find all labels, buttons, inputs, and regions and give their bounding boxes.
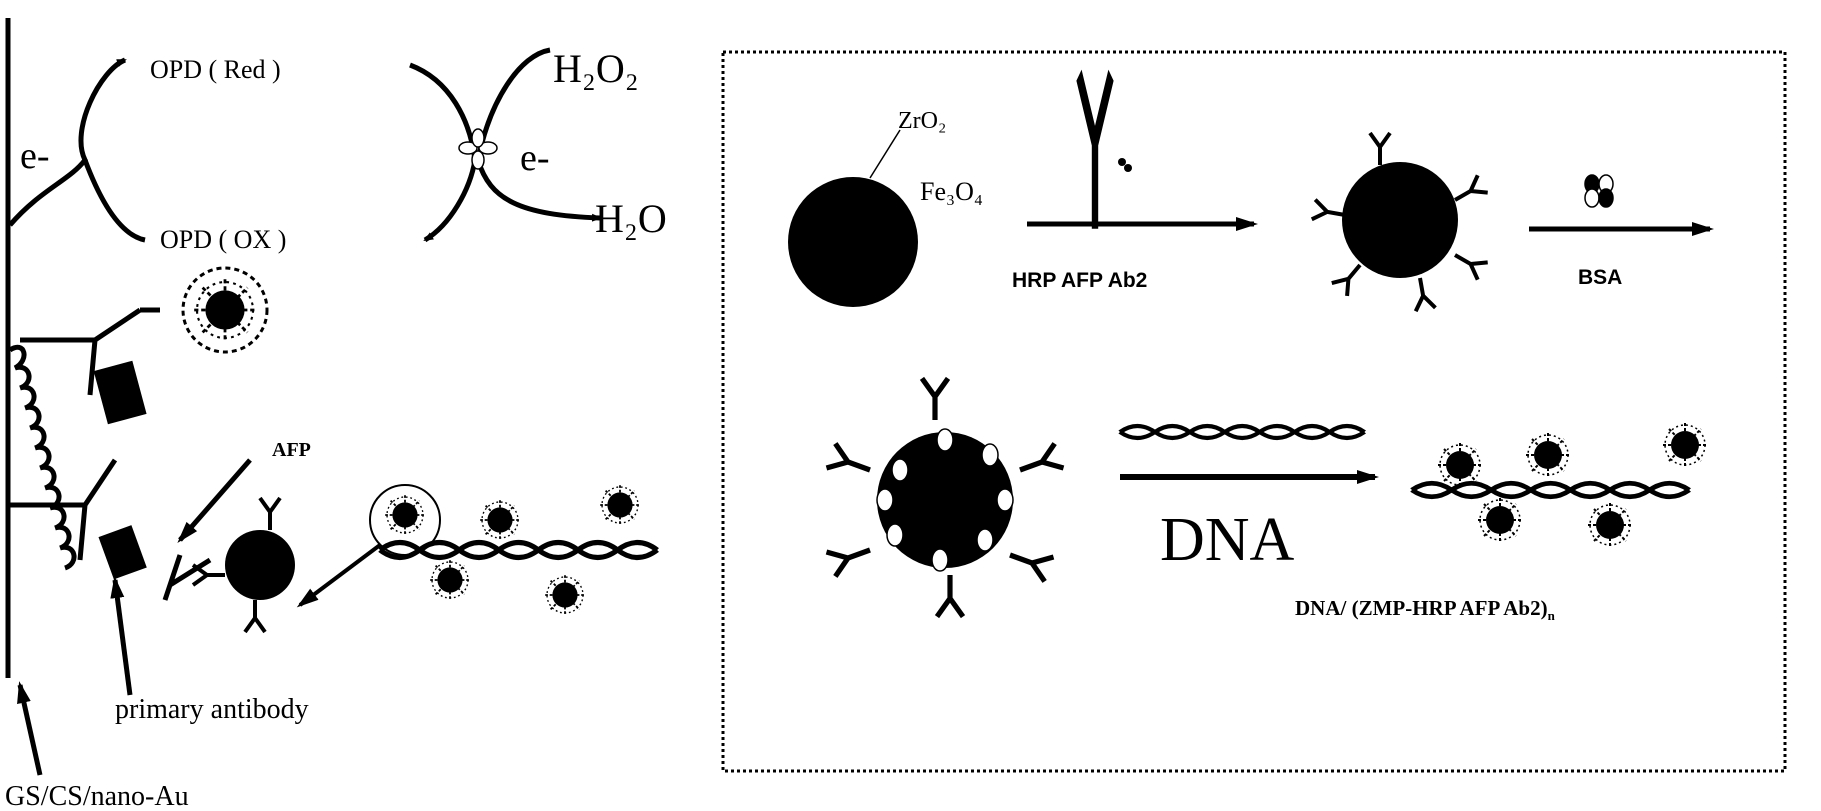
electrode-label: GS/CS/nano-Au: [5, 781, 189, 811]
opd-ox-label: OPD ( OX ): [160, 225, 286, 254]
graphene-coil: [8, 344, 77, 571]
primary-antibody-label: primary antibody: [115, 694, 309, 725]
afp-label: AFP: [272, 439, 311, 461]
immunoassay-stack: AFP primary antibody GS/CS/nano-Au: [5, 266, 657, 811]
redox-cycle: OPD ( Red ) OPD ( OX ) H₂O₂ H₂O e- e-: [8, 46, 667, 254]
zmp-nanoparticle: [788, 177, 918, 307]
opd-red-label: OPD ( Red ): [150, 55, 281, 84]
product-label: DNA/ (ZMP-HRP AFP Ab2)n: [1295, 596, 1556, 623]
dna-product-chain: [1412, 483, 1689, 497]
electron-left-label: e-: [20, 135, 50, 177]
preparation-panel: [721, 50, 1787, 773]
h2o2-label: H₂O₂: [553, 46, 639, 91]
bsa-icon: [1584, 174, 1614, 208]
electron-right-label: e-: [520, 137, 550, 179]
step2-label: BSA: [1578, 266, 1622, 289]
h2o-label: H₂O: [595, 196, 667, 241]
afp-antigen: [98, 525, 147, 580]
antibody-icon: [1079, 75, 1111, 229]
step3-label: DNA: [1160, 506, 1295, 574]
antibody-coated-nanoparticle: [1342, 162, 1458, 278]
zro2-label: ZrO₂: [898, 108, 946, 134]
hrp-enzyme-icon: [458, 128, 498, 170]
fe3o4-label: Fe₃O₄: [920, 177, 983, 206]
step1-label: HRP AFP Ab2: [1012, 269, 1147, 292]
afp-antigen: [93, 360, 147, 425]
labeled-nanoparticle: [192, 277, 258, 343]
dna-strand-icon: [1120, 426, 1364, 438]
labeled-nanoparticle: [225, 530, 295, 600]
preparation-scheme: ZrO₂ Fe₃O₄ HRP AFP Ab2 BSA: [788, 75, 1714, 623]
